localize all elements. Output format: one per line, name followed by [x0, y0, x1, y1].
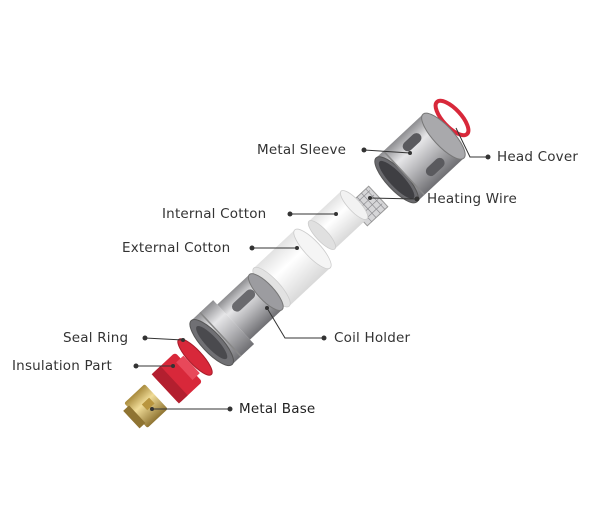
label-metal-sleeve: Metal Sleeve — [257, 142, 347, 158]
label-insulation-part: Insulation Part — [12, 358, 112, 374]
leader-head-cover — [455, 127, 488, 158]
label-external-cotton: External Cotton — [122, 240, 231, 256]
leader-lines — [136, 127, 488, 410]
external-cotton-part — [252, 228, 332, 308]
label-seal-ring: Seal Ring — [63, 330, 129, 346]
leader-metal-sleeve — [363, 149, 411, 154]
internal-cotton-part — [307, 190, 369, 250]
label-heating-wire: Heating Wire — [427, 191, 517, 207]
label-head-cover: Head Cover — [497, 149, 579, 165]
coil-holder-part — [189, 273, 284, 367]
leader-seal-ring — [144, 337, 184, 341]
leader-heating-wire — [369, 197, 418, 200]
label-coil-holder: Coil Holder — [334, 330, 411, 346]
metal-base-part — [123, 384, 168, 429]
leader-coil-holder — [266, 307, 324, 339]
leader-dots — [133, 147, 491, 412]
metal-sleeve-part — [374, 112, 466, 204]
label-internal-cotton: Internal Cotton — [162, 206, 267, 222]
label-metal-base: Metal Base — [239, 401, 316, 417]
